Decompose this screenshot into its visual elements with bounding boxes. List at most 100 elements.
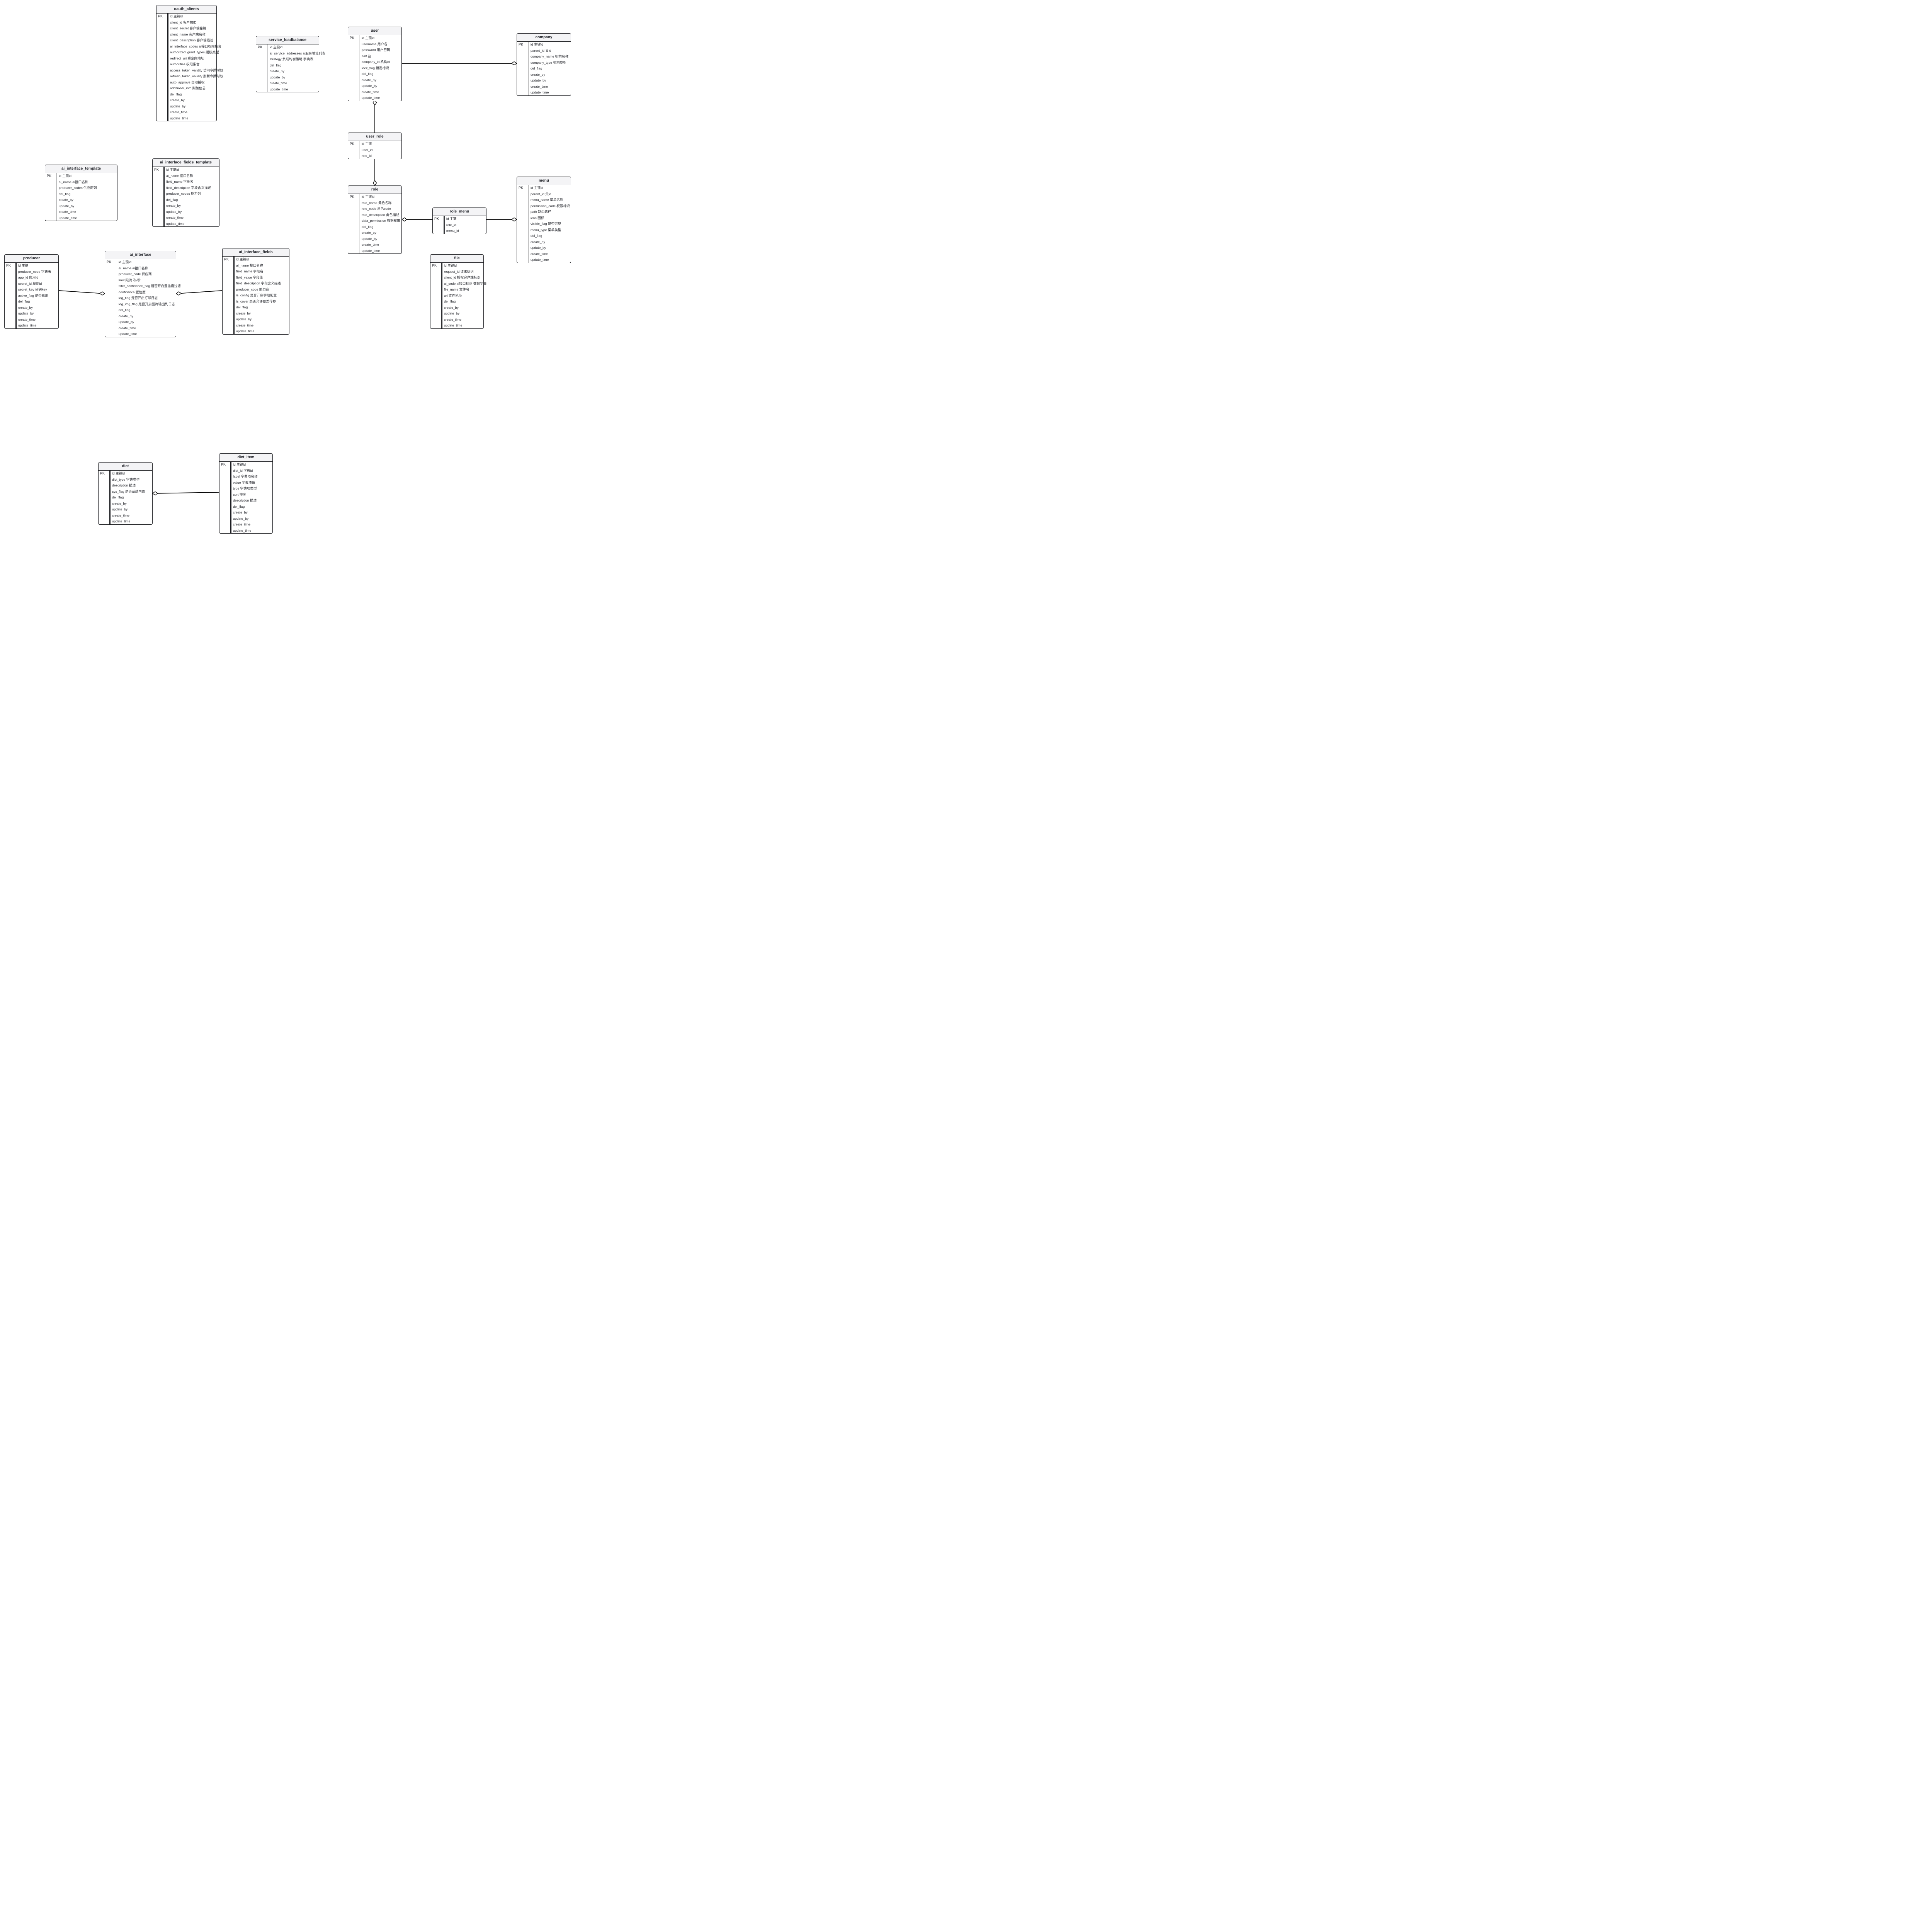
field-row: update_by — [170, 104, 186, 108]
field-row: data_permission 数据权限 — [362, 219, 400, 223]
field-row: secret_id 秘钥id — [18, 281, 42, 286]
field-row: refresh_token_validity 刷新令牌时效 — [170, 74, 223, 78]
hollow-diamond-icon — [372, 180, 377, 186]
field-row: additional_info 附加信息 — [170, 86, 206, 90]
table-title-user: user — [348, 27, 401, 35]
pk-label: PK — [6, 264, 11, 267]
field-row: parent_id 父id — [531, 192, 551, 196]
field-row: create_time — [270, 81, 287, 85]
field-row: user_id — [362, 148, 373, 152]
field-row: role_id — [362, 154, 372, 158]
field-row: update_time — [362, 248, 380, 253]
field-row: update_by — [362, 84, 378, 88]
field-row: create_time — [531, 252, 548, 256]
pk-label: PK — [350, 142, 355, 146]
field-row: id 主键id — [531, 43, 543, 46]
field-row: producer_code 供应商 — [119, 272, 152, 276]
pk-column: PK — [256, 44, 267, 92]
field-row: create_time — [236, 323, 253, 327]
field-row: client_name 客户端名称 — [170, 32, 206, 36]
relationship-line-producer-ai_interface — [58, 290, 100, 294]
field-row: del_flag — [270, 63, 282, 67]
pk-label: PK — [519, 186, 524, 190]
relationship-line-dict_item-dict — [157, 492, 219, 494]
table-title-oauth_clients: oauth_clients — [156, 5, 216, 14]
field-row: update_time — [531, 90, 549, 94]
field-row: create_by — [531, 240, 545, 244]
field-row: description 描述 — [233, 498, 257, 502]
hollow-diamond-icon — [372, 99, 377, 106]
field-row: company_name 机构名称 — [531, 54, 568, 58]
field-row: create_time — [119, 326, 136, 330]
field-row: create_by — [236, 311, 251, 315]
field-row: redirect_uri 重定向地址 — [170, 56, 204, 60]
pk-column: PK — [348, 35, 359, 101]
field-row: confidence 置信度 — [119, 290, 146, 294]
field-row: update_by — [444, 311, 460, 315]
field-row: field_description 字段含义描述 — [236, 281, 281, 285]
field-row: producer_code 字典表 — [18, 269, 51, 274]
field-row: id 主键id — [170, 14, 183, 18]
field-row: secret_key 秘钥key — [18, 287, 47, 291]
field-row: permission_code 权限标识 — [531, 204, 570, 208]
field-row: update_time — [18, 323, 37, 327]
pk-column: PK — [433, 216, 444, 234]
field-row: ai_interface_codes ai接口权限集合 — [170, 44, 221, 48]
pk-column: PK — [99, 471, 110, 525]
field-row: ai_service_addresses ai服务地址列表 — [270, 51, 325, 55]
table-title-ai_interface_fields: ai_interface_fields — [223, 248, 289, 257]
field-row: del_flag — [166, 197, 178, 202]
field-row: ai_name ai接口名称 — [59, 180, 88, 184]
field-row: menu_name 菜单名称 — [531, 198, 563, 202]
field-row: id 主键id — [59, 174, 71, 178]
field-row: update_by — [59, 204, 75, 208]
field-row: visible_flag 是否可见 — [531, 222, 561, 226]
field-row: client_description 客户端描述 — [170, 38, 213, 42]
field-row: create_by — [270, 69, 284, 73]
field-row: username 用户名 — [362, 42, 388, 46]
hollow-diamond-icon — [401, 217, 408, 222]
field-row: ai_code ai接口标识 数据字典 — [444, 281, 487, 286]
field-row: role_name 角色名称 — [362, 201, 392, 205]
pk-label: PK — [258, 45, 263, 49]
field-row: access_token_validity 访问令牌时效 — [170, 68, 223, 72]
field-row: company_type 机构类型 — [531, 60, 566, 65]
table-title-dict_item: dict_item — [219, 454, 272, 462]
field-row: id 主键id — [166, 168, 179, 172]
field-row: role_description 角色描述 — [362, 213, 400, 217]
field-row: create_time — [362, 90, 379, 94]
field-row: company_id 机构id — [362, 60, 390, 64]
table-title-role: role — [348, 186, 401, 194]
field-row: create_time — [112, 513, 129, 517]
pk-label: PK — [350, 36, 355, 40]
pk-column: PK — [5, 263, 16, 329]
field-row: create_by — [362, 231, 376, 235]
table-title-dict: dict — [99, 463, 152, 471]
field-row: menu_type 菜单类型 — [531, 228, 561, 232]
field-row: log_img_flag 是否开启图片输出到日志 — [119, 302, 175, 306]
field-row: lock_flag 锁定标识 — [362, 66, 389, 70]
table-title-company: company — [517, 34, 571, 42]
field-row: id 主键 — [18, 264, 29, 267]
pk-column: PK — [348, 194, 359, 254]
field-row: filter_confidence_flag 是否开启置信度过滤 — [119, 284, 181, 288]
pk-column: PK — [105, 259, 116, 337]
field-row: producer_codes 能力列 — [166, 192, 201, 196]
